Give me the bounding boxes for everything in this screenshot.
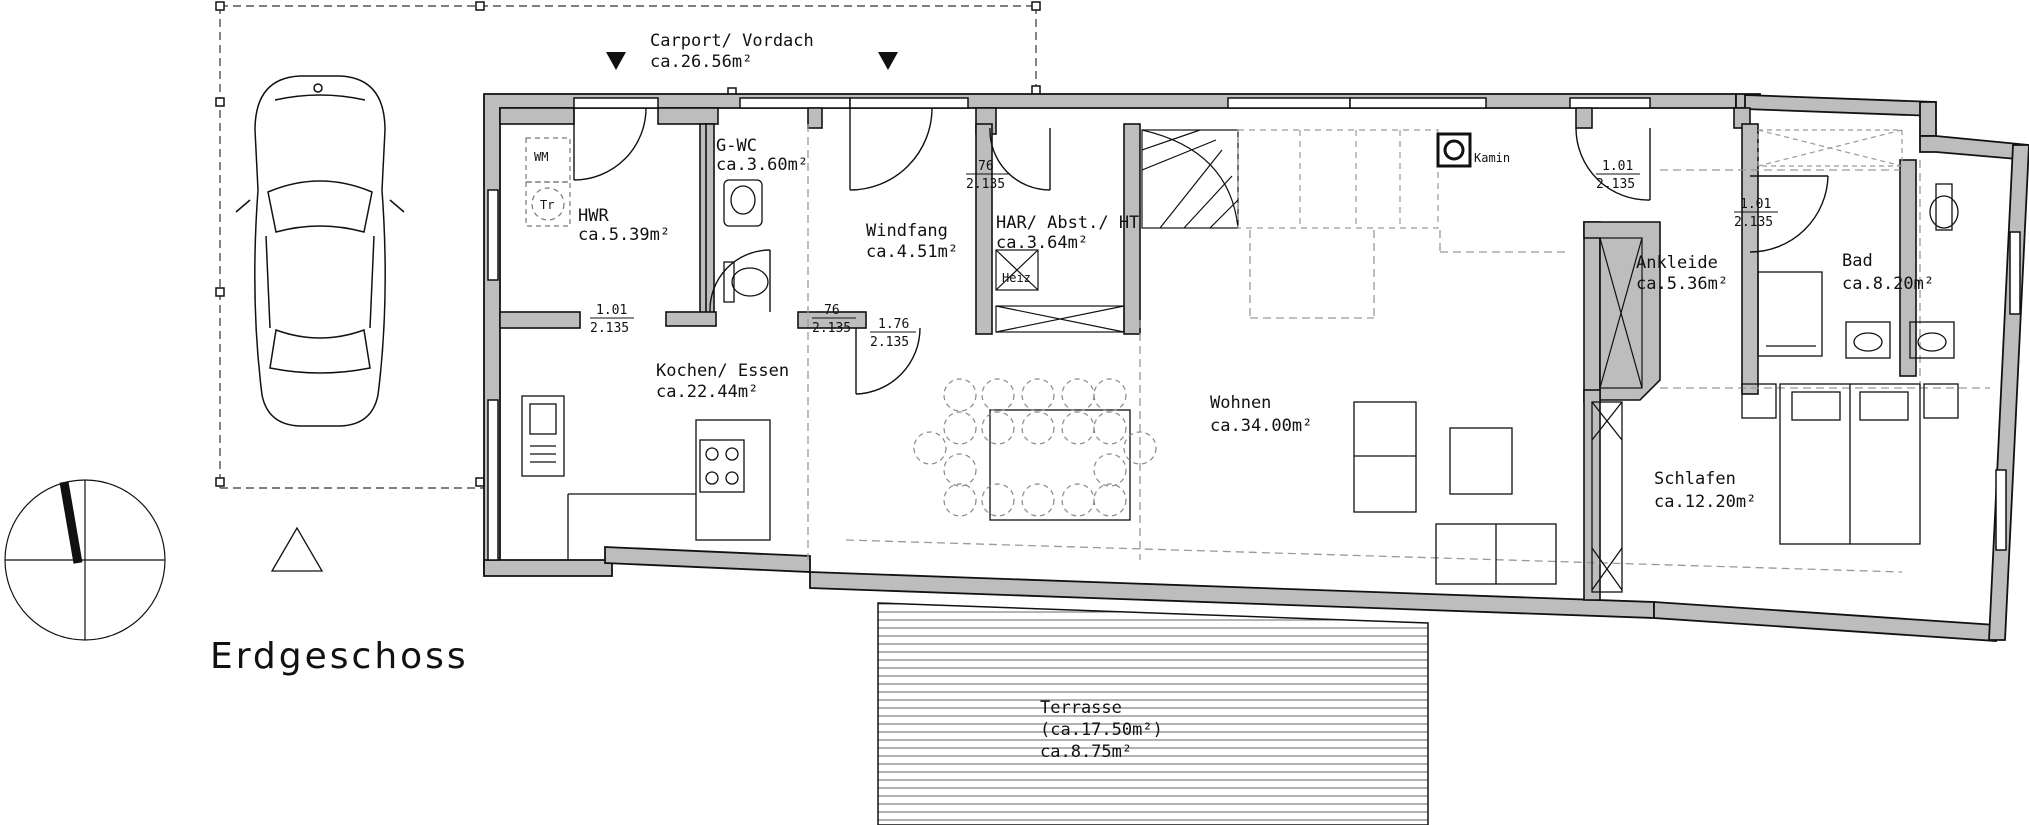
heating-label: Heiz [1002, 271, 1031, 285]
bed [1741, 383, 1959, 545]
wardrobe [1599, 237, 1643, 389]
door-ankleide-height: 2.135 [1596, 177, 1635, 192]
door-windfang-height: 2.135 [870, 335, 909, 350]
carport-area [219, 5, 1037, 489]
fireplace-label: Kamin [1474, 151, 1510, 165]
room-area-terrasse-gross: (ca.17.50m²) [1040, 720, 1163, 740]
room-area-hwr: ca.5.39m² [578, 225, 670, 245]
laundry-fixtures [525, 137, 571, 227]
wc-fixtures [723, 179, 769, 303]
room-area-wohnen: ca.34.00m² [1210, 416, 1312, 436]
staircase-upper [1237, 129, 1439, 229]
room-area-kochen: ca.22.44m² [656, 382, 758, 402]
compass-icon [4, 479, 166, 641]
washer-label: WM [534, 150, 548, 164]
dryer-label: Tr [540, 198, 554, 212]
room-area-terrasse: ca.8.75m² [1040, 742, 1132, 762]
fixture-labels: WM Tr Heiz Kamin [534, 150, 1510, 285]
carport-posts [215, 1, 1041, 487]
room-name-kochen: Kochen/ Essen [656, 361, 789, 381]
room-name-har: HAR/ Abst./ HT [996, 213, 1139, 233]
door-bad-width: 1.01 [1740, 197, 1771, 212]
room-area-schlafen: ca.12.20m² [1654, 492, 1756, 512]
car-symbol [235, 75, 405, 427]
door-wc-height: 2.135 [812, 321, 851, 336]
room-name-ankleide: Ankleide [1636, 253, 1718, 273]
door-hwr-width: 1.01 [596, 303, 627, 318]
room-area-bad: ca.8.20m² [1842, 274, 1934, 294]
living-furniture [1353, 401, 1623, 593]
room-area-gwc: ca.3.60m² [716, 155, 808, 175]
windows [487, 97, 2021, 561]
bath-fixtures [1757, 183, 1959, 359]
hidden-lines [807, 124, 1990, 573]
room-area-ankleide: ca.5.36m² [1636, 274, 1728, 294]
door-ankleide-width: 1.01 [1602, 159, 1633, 174]
entrance-arrows [606, 52, 898, 70]
room-name-terrasse: Terrasse [1040, 698, 1122, 718]
room-area-windfang: ca.4.51m² [866, 242, 958, 262]
door-bad-height: 2.135 [1734, 215, 1773, 230]
room-name-wohnen: Wohnen [1210, 393, 1271, 413]
fireplace-icon [1436, 132, 1472, 168]
north-triangle-icon [270, 526, 324, 572]
door-har-height: 2.135 [966, 177, 1005, 192]
room-area-carport: ca.26.56m² [650, 52, 752, 72]
room-name-schlafen: Schlafen [1654, 469, 1736, 489]
terrace-deck [877, 602, 1429, 825]
kitchen-fixtures [521, 395, 771, 560]
door-labels: 1.01 2.135 76 2.135 76 2.135 1.76 2.135 … [590, 159, 1778, 350]
door-windfang-width: 1.76 [878, 317, 909, 332]
dining-chairs [913, 378, 1157, 517]
room-labels: Carport/ Vordach ca.26.56m² HWR ca.5.39m… [578, 31, 1934, 762]
interior-walls [499, 107, 1917, 601]
staircase [1141, 129, 1239, 229]
door-swings [573, 107, 1829, 395]
bath-dashed [1757, 129, 1903, 167]
room-area-har: ca.3.64m² [996, 233, 1088, 253]
room-name-gwc: G-WC [716, 136, 757, 156]
heating-unit [995, 249, 1125, 333]
room-name-bad: Bad [1842, 251, 1873, 271]
room-name-carport: Carport/ Vordach [650, 31, 814, 51]
door-har-width: 76 [978, 159, 994, 174]
dining-table [989, 409, 1131, 521]
drawing-title: Erdgeschoss [210, 636, 469, 677]
room-name-windfang: Windfang [866, 221, 948, 241]
room-name-hwr: HWR [578, 206, 609, 226]
door-wc-width: 76 [824, 303, 840, 318]
door-hwr-height: 2.135 [590, 321, 629, 336]
